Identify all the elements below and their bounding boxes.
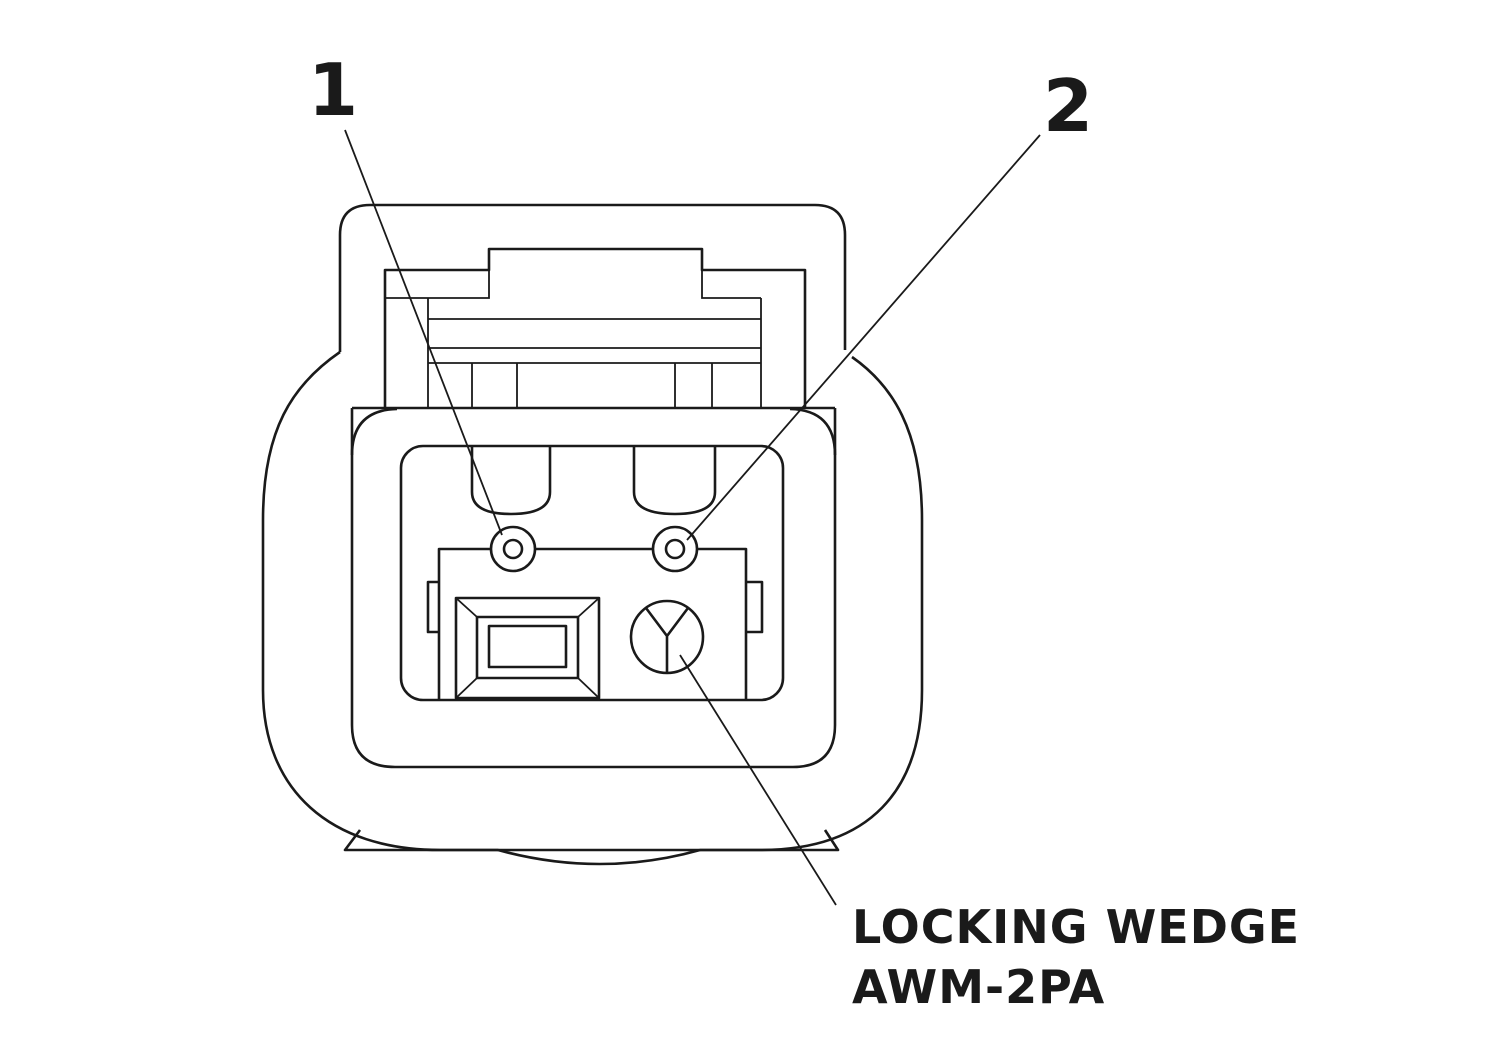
part-number-label: AWM-2PA: [852, 960, 1106, 1014]
pin-2-terminal: [651, 525, 699, 573]
leader-line-pin1: [344, 129, 503, 536]
locking-wedge-symbol: [629, 599, 705, 675]
terminal-sockets: [470, 446, 717, 516]
leader-line-pin2: [686, 134, 1041, 541]
pin-1-label: 1: [308, 48, 359, 132]
connector-frame: [350, 406, 837, 769]
leader-line-wedge: [679, 654, 837, 906]
pin-2-label: 2: [1043, 64, 1094, 148]
pin-1-terminal: [489, 525, 537, 573]
release-button: [454, 596, 601, 700]
latch-structure: [383, 247, 807, 409]
locking-wedge-label: LOCKING WEDGE: [852, 900, 1301, 954]
connector-housing: [261, 203, 924, 866]
lower-block: [426, 547, 764, 700]
leader-lines: [344, 129, 1041, 906]
